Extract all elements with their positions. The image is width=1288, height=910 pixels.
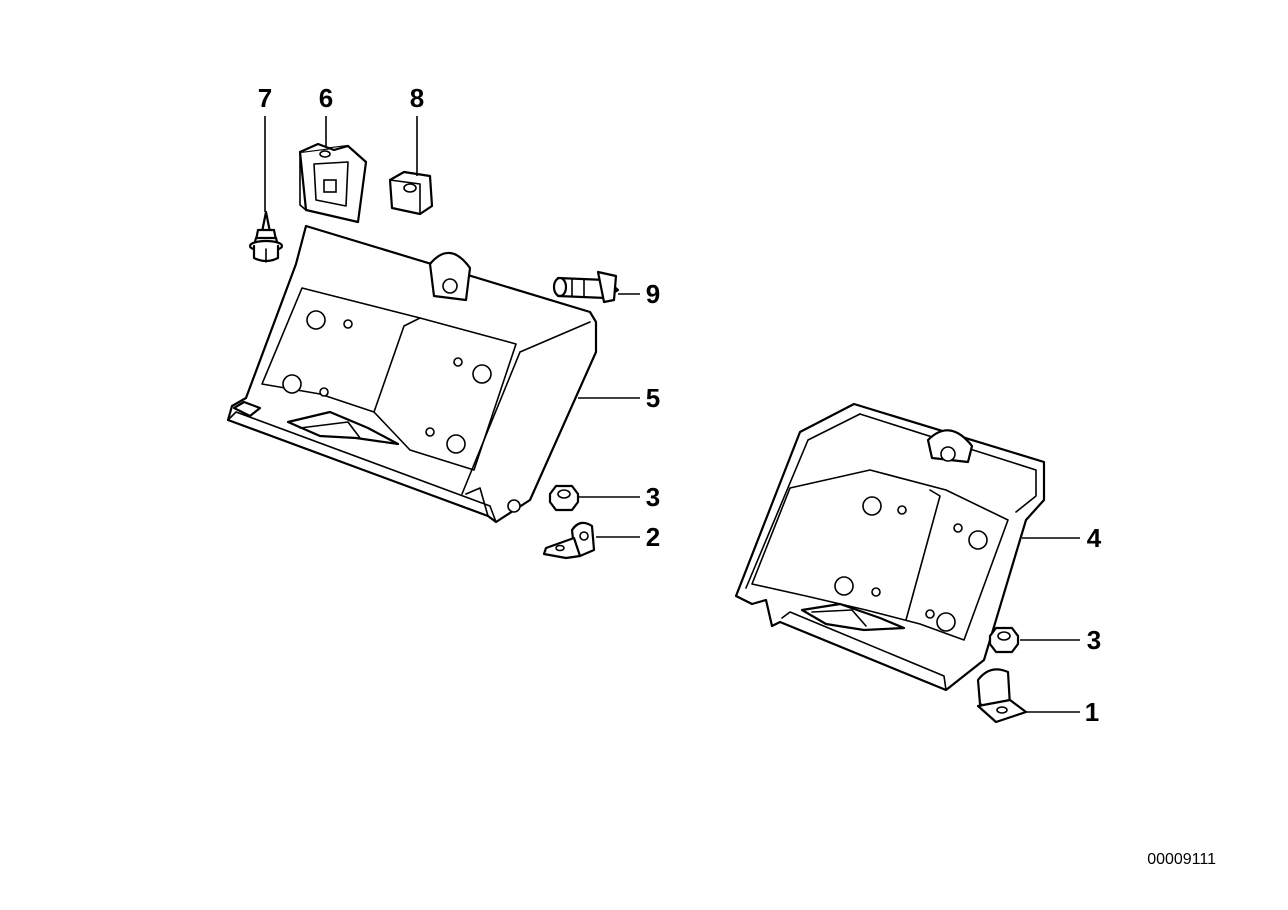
part-9-pin	[552, 270, 620, 304]
callout-8: 8	[410, 83, 424, 113]
part-7-screw	[248, 210, 284, 263]
leader-lines	[264, 116, 1080, 713]
part-1-bracket	[976, 668, 1028, 724]
part-3-nut-upper	[548, 484, 580, 512]
callout-2: 2	[646, 522, 660, 552]
part-6-clip	[298, 142, 368, 224]
callout-9: 9	[646, 279, 660, 309]
part-4-tray-right	[734, 402, 1046, 692]
callout-7: 7	[258, 83, 272, 113]
callout-4: 4	[1087, 523, 1102, 553]
callout-3-lower: 3	[1087, 625, 1101, 655]
part-3-nut-lower	[988, 626, 1020, 654]
callout-1: 1	[1085, 697, 1099, 727]
part-5-tray-left	[226, 224, 598, 524]
part-8-clip-nut	[388, 170, 434, 216]
diagram-number: 00009111	[1147, 851, 1216, 868]
callout-3-upper: 3	[646, 482, 660, 512]
part-2-bracket	[542, 521, 596, 560]
callout-6: 6	[319, 83, 333, 113]
callout-5: 5	[646, 383, 660, 413]
